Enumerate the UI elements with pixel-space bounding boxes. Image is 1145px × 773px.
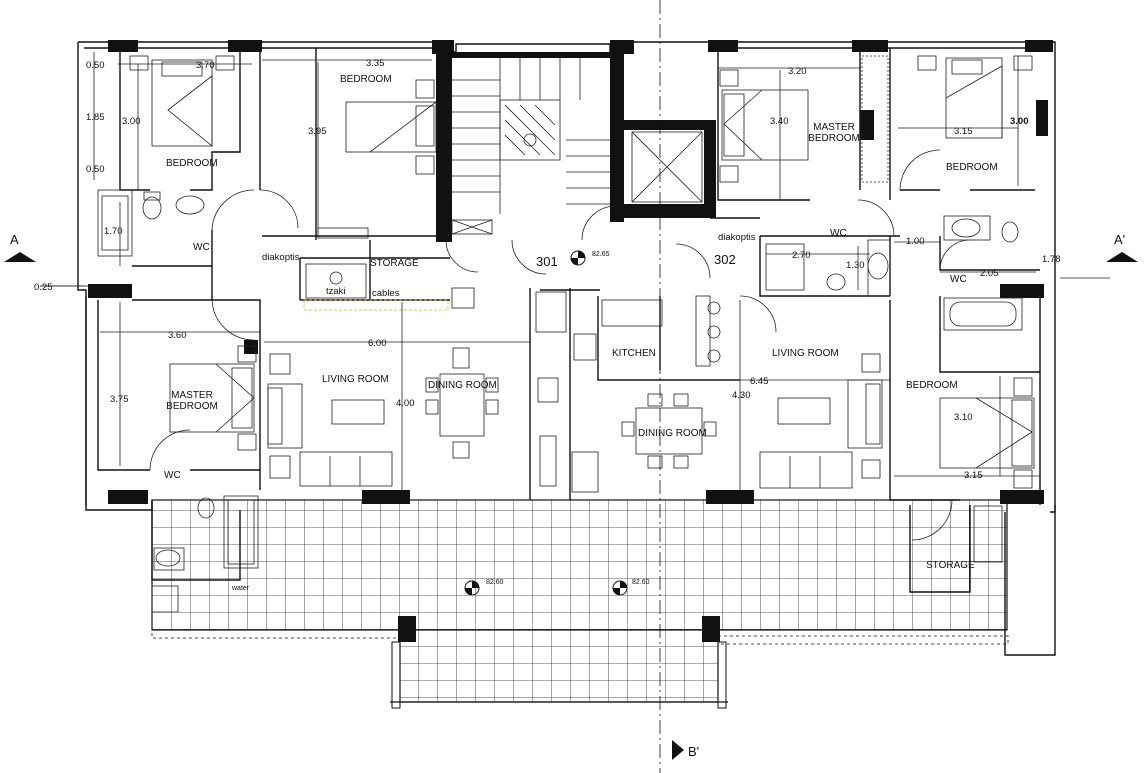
section-a-label: A [10, 232, 19, 247]
dimension-text: 1.78 [1042, 254, 1061, 265]
dimension-text: 3.20 [788, 66, 807, 77]
exterior-walls [77, 40, 1056, 656]
room-label: WC [950, 274, 967, 285]
dimension-text: 2.70 [792, 250, 811, 261]
room-label: WC [164, 470, 181, 481]
dimension-text: 1.00 [906, 236, 925, 247]
tzaki-label: tzaki [326, 286, 346, 297]
level-label: 82.60 [486, 579, 504, 586]
room-label-line: MASTER [813, 122, 855, 133]
room-label: WC [830, 228, 847, 239]
dimension-text: 3.95 [308, 126, 327, 137]
cables-label: cables [372, 288, 400, 299]
room-label: STORAGE [926, 560, 975, 571]
dimension-text: 3.10 [954, 412, 973, 423]
dimension-text: 0.25 [34, 282, 53, 293]
dimension-text: 1.85 [86, 112, 105, 123]
room-label: LIVING ROOM [772, 348, 839, 359]
dimension-text: 3.60 [168, 330, 187, 341]
room-labels: BEDROOM BEDROOM WC STORAGE LIVING ROOM D… [164, 74, 998, 571]
dimension-text: 6.00 [368, 338, 387, 349]
room-label-line: MASTER [171, 390, 213, 401]
apartment-301-label: 301 [536, 254, 558, 269]
room-label: BEDROOM [946, 162, 998, 173]
dimension-text: 0.50 [86, 60, 105, 71]
dimension-text: 1.70 [104, 226, 123, 237]
dimension-text: 0.50 [86, 164, 105, 175]
room-label: LIVING ROOM [322, 374, 389, 385]
room-label: DINING ROOM [428, 380, 497, 391]
dimension-text: 3.15 [954, 126, 973, 137]
dimension-text: 4.30 [732, 390, 751, 401]
room-label: DINING ROOM [638, 428, 707, 439]
dimension-text: 2.05 [980, 268, 999, 279]
dimension-text: 3.15 [964, 470, 983, 481]
dimension-text: 3.35 [366, 58, 385, 69]
dimension-text: 3.40 [770, 116, 789, 127]
level-label: 82.65 [592, 251, 610, 258]
dimension-text: 3.00 [122, 116, 141, 127]
dimension-text: 3.00 [1010, 116, 1029, 127]
water-label: water [231, 585, 250, 592]
room-label: KITCHEN [612, 348, 656, 359]
stair-core [436, 0, 716, 773]
diakoptis-label: diakoptis [262, 252, 300, 263]
section-a-prime-label: A' [1114, 232, 1125, 247]
dimension-text: 4.00 [396, 398, 415, 409]
furniture [40, 55, 1110, 613]
diakoptis-label: diakoptis [718, 232, 756, 243]
room-label: BEDROOM [166, 158, 218, 169]
dimension-text: 3.75 [110, 394, 129, 405]
level-markers [4, 250, 1138, 760]
room-label-line: BEDROOM [166, 401, 218, 412]
terrace [151, 499, 1009, 709]
room-label-line: BEDROOM [808, 133, 860, 144]
section-b-prime-label: B' [688, 744, 699, 759]
dimension-texts: 0.50 1.85 0.50 3.70 3.00 3.35 3.95 1.70 … [34, 58, 1061, 481]
dimension-text: 1.30 [846, 260, 865, 271]
room-label: BEDROOM [906, 380, 958, 391]
annotation-labels: diakoptis diakoptis tzaki cables 301 302… [10, 232, 1125, 759]
room-label: WC [193, 242, 210, 253]
dimension-lines [40, 52, 1040, 490]
level-label: 82.60 [632, 579, 650, 586]
room-label: STORAGE [370, 258, 419, 269]
dimension-text: 6.45 [750, 376, 769, 387]
apartment-302-label: 302 [714, 252, 736, 267]
dimension-text: 3.70 [196, 60, 215, 71]
room-label: BEDROOM [340, 74, 392, 85]
